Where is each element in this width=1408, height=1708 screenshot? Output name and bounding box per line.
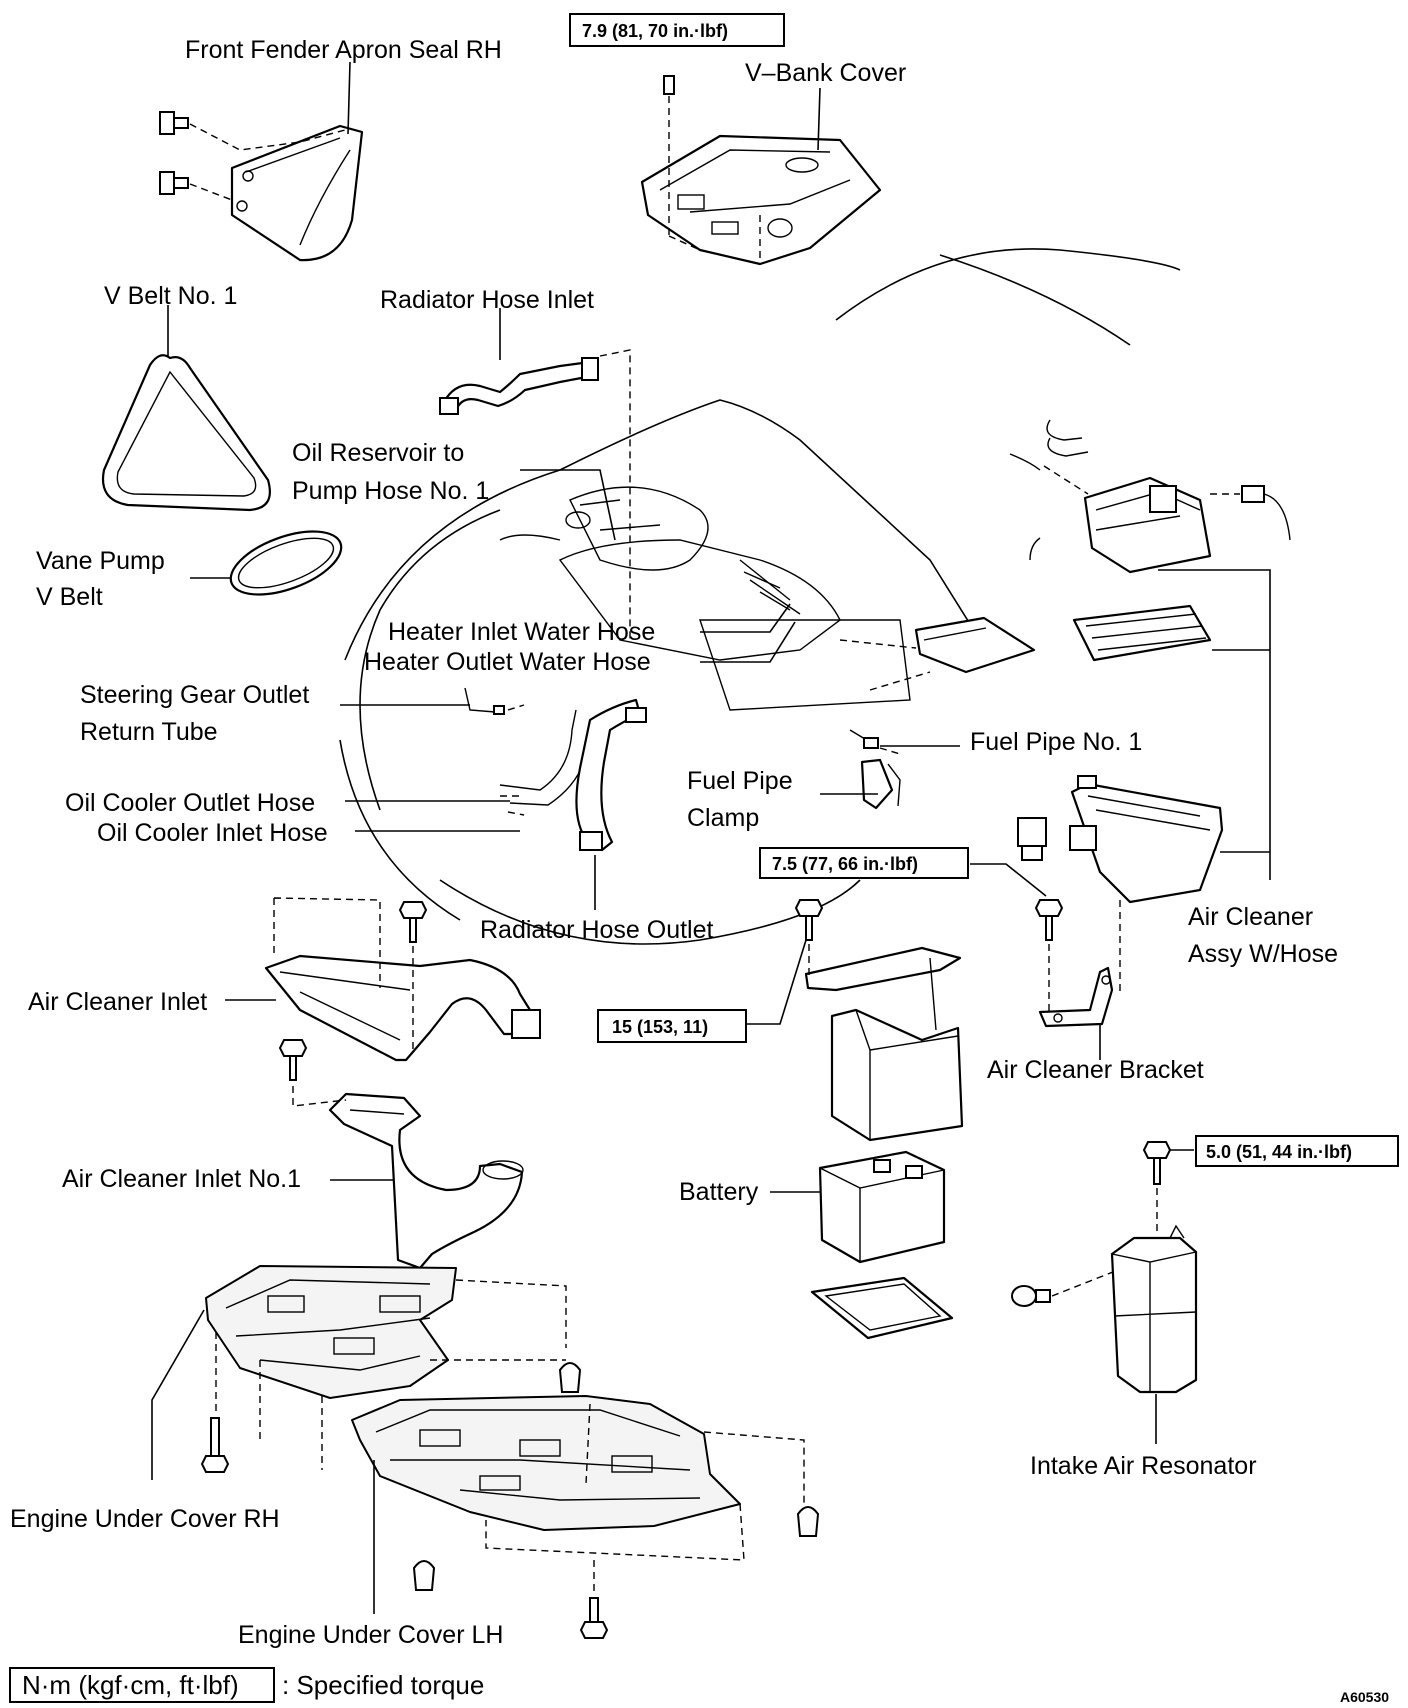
front-fender-apron-seal-part — [230, 124, 364, 262]
heater-hoses-part — [739, 559, 801, 615]
label-battery: Battery — [679, 1178, 759, 1206]
battery-tray-part — [810, 1276, 954, 1340]
air-cleaner-element-part — [1072, 604, 1212, 662]
label-engine-under-cover-rh: Engine Under Cover RH — [10, 1505, 280, 1533]
under-cover-lh-bolt-icon — [579, 1597, 609, 1639]
legend-unit-box: N·m (kgf·cm, ft·lbf) — [22, 1670, 239, 1700]
label-oil-cooler-outlet-hose: Oil Cooler Outlet Hose — [65, 789, 315, 817]
intake-resonator-clip-icon — [1011, 1285, 1051, 1307]
v-belt-no1-part — [101, 354, 271, 512]
label-oil-reservoir-line2: Pump Hose No. 1 — [292, 477, 489, 505]
air-cleaner-control-box-part — [914, 616, 1036, 674]
apron-seal-clip-icon — [159, 111, 189, 135]
under-cover-clip-icon — [796, 1506, 820, 1537]
air-cleaner-inlet-no1-bolt-icon — [278, 1039, 308, 1081]
torque-box-air-cleaner-bracket: 7.5 (77, 66 in.·lbf) — [759, 847, 969, 879]
svg-text:7.9 (81, 70 in.·lbf): 7.9 (81, 70 in.·lbf) — [582, 21, 728, 41]
v-bank-cover-part — [640, 134, 882, 266]
engine-bay-illustration — [339, 399, 981, 945]
label-air-cleaner-bracket: Air Cleaner Bracket — [987, 1056, 1204, 1084]
air-cleaner-inlet-bolt-icon — [398, 901, 428, 943]
fuel-pipe-clamp-part — [860, 758, 901, 810]
label-v-bank-cover: V–Bank Cover — [745, 59, 906, 87]
oil-cooler-hoses-part — [499, 698, 647, 852]
label-fuel-pipe-clamp-line2: Clamp — [687, 804, 759, 832]
label-oil-cooler-inlet-hose: Oil Cooler Inlet Hose — [97, 819, 328, 847]
label-oil-reservoir-line1: Oil Reservoir to — [292, 439, 464, 467]
air-cleaner-inlet-part — [264, 954, 542, 1062]
v-bank-cover-nut-icon — [663, 75, 675, 95]
intake-air-resonator-part — [1110, 1224, 1198, 1394]
label-air-cleaner-inlet: Air Cleaner Inlet — [28, 988, 207, 1016]
label-steering-gear-line2: Return Tube — [80, 718, 218, 746]
label-air-cleaner-assy-line1: Air Cleaner — [1188, 903, 1313, 931]
air-cleaner-inlet-no1-part — [328, 1092, 524, 1270]
torque-legend: N·m (kgf·cm, ft·lbf) : Specified torque — [9, 1667, 484, 1703]
label-air-cleaner-inlet-no1: Air Cleaner Inlet No.1 — [62, 1165, 301, 1193]
steering-gear-return-tube-part — [464, 687, 525, 715]
apron-seal-clip-icon — [159, 171, 189, 195]
label-fuel-pipe-clamp-line1: Fuel Pipe — [687, 767, 793, 795]
torque-box-battery-clamp: 15 (153, 11) — [597, 1009, 747, 1043]
figure-code: A60530 — [1340, 1689, 1389, 1705]
label-v-belt-no1: V Belt No. 1 — [104, 282, 237, 310]
legend-text: : Specified torque — [282, 1670, 484, 1700]
label-front-fender-apron-seal-rh: Front Fender Apron Seal RH — [185, 36, 502, 64]
air-cleaner-bracket-bolt-icon — [1034, 899, 1064, 941]
under-cover-clip-icon — [558, 1362, 582, 1393]
radiator-hose-inlet-part — [439, 357, 599, 415]
label-vane-pump-line2: V Belt — [36, 583, 103, 611]
label-air-cleaner-assy-line2: Assy W/Hose — [1188, 940, 1338, 968]
fuel-pipe-no1-part — [849, 729, 901, 755]
engine-under-cover-lh-part — [351, 1395, 741, 1531]
battery-clamp-bolt-icon — [794, 899, 824, 941]
air-cleaner-sensor-part — [1017, 817, 1047, 861]
label-engine-under-cover-lh: Engine Under Cover LH — [238, 1621, 503, 1649]
air-cleaner-harness-part — [1009, 419, 1291, 561]
svg-text:7.5 (77, 66 in.·lbf): 7.5 (77, 66 in.·lbf) — [772, 854, 918, 874]
air-cleaner-case-part — [1069, 775, 1224, 904]
intake-resonator-bolt-icon — [1142, 1141, 1172, 1185]
vane-pump-v-belt-part — [229, 530, 343, 596]
torque-box-intake-resonator: 5.0 (51, 44 in.·lbf) — [1195, 1135, 1399, 1167]
label-heater-inlet-water-hose: Heater Inlet Water Hose — [388, 618, 655, 646]
battery-tray-box-part — [830, 1008, 964, 1142]
battery-clamp-part — [804, 946, 962, 1031]
torque-box-v-bank-cover: 7.9 (81, 70 in.·lbf) — [569, 13, 785, 47]
engine-under-cover-rh-part — [205, 1265, 457, 1399]
air-cleaner-bracket-part — [1038, 966, 1114, 1028]
under-cover-rh-bolt-icon — [200, 1417, 230, 1473]
label-radiator-hose-outlet: Radiator Hose Outlet — [480, 916, 714, 944]
label-fuel-pipe-no1: Fuel Pipe No. 1 — [970, 728, 1142, 756]
under-cover-clip-icon — [412, 1560, 436, 1591]
label-heater-outlet-water-hose: Heater Outlet Water Hose — [364, 648, 651, 676]
svg-text:5.0 (51, 44 in.·lbf): 5.0 (51, 44 in.·lbf) — [1206, 1142, 1352, 1162]
label-radiator-hose-inlet: Radiator Hose Inlet — [380, 286, 594, 314]
svg-text:15 (153, 11): 15 (153, 11) — [612, 1017, 708, 1037]
label-steering-gear-line1: Steering Gear Outlet — [80, 681, 309, 709]
label-intake-air-resonator: Intake Air Resonator — [1030, 1452, 1257, 1480]
battery-part — [818, 1150, 946, 1264]
air-cleaner-top-cover-part — [1083, 476, 1212, 574]
label-vane-pump-line1: Vane Pump — [36, 547, 165, 575]
